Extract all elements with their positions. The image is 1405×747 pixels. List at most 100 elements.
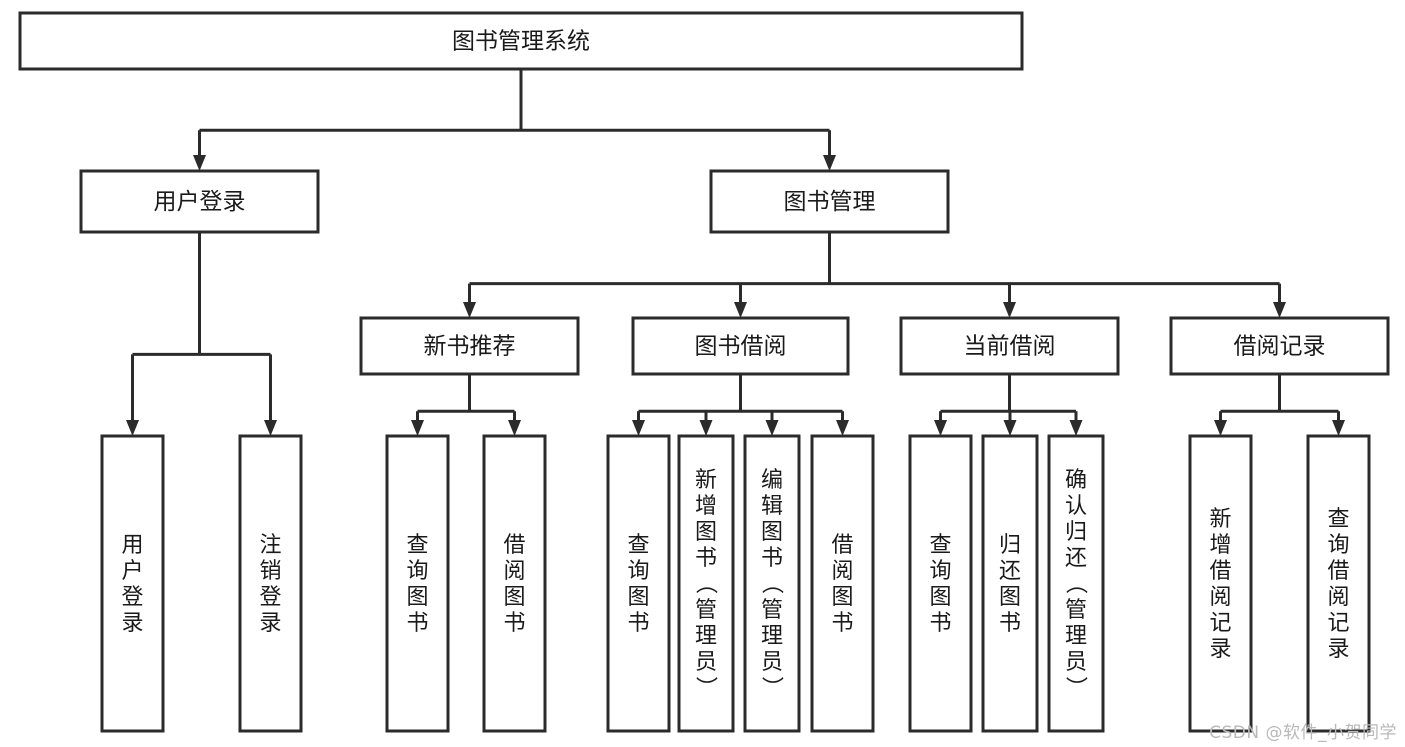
node-box[interactable] <box>677 434 735 733</box>
node-label: 新书推荐 <box>424 334 516 360</box>
node-box[interactable] <box>743 434 801 733</box>
node-box[interactable] <box>981 434 1039 733</box>
node-label-char: 询 <box>929 559 951 584</box>
node-label-char: 确 <box>1065 468 1087 493</box>
node-label-char: 书 <box>695 546 717 571</box>
node-label-char: 辑 <box>761 494 783 519</box>
node-box[interactable] <box>238 434 303 733</box>
arrow-head <box>1069 420 1083 436</box>
node-label-char: 查 <box>1327 507 1349 532</box>
node-box[interactable] <box>908 434 973 733</box>
node-label-char: 录 <box>1209 637 1231 662</box>
node-label-char: 阅 <box>1209 585 1231 610</box>
node-label-char: 登 <box>259 585 281 610</box>
node-label: 借阅记录 <box>1234 334 1326 360</box>
node-book-borrow[interactable]: 图书借阅 <box>631 316 850 376</box>
node-label: 图书借阅 <box>695 334 787 360</box>
node-label-char: 登 <box>121 585 143 610</box>
node-label-char: 借 <box>503 533 525 558</box>
node-box[interactable] <box>606 434 671 733</box>
node-label: 当前借阅 <box>964 334 1056 360</box>
node-label-char: 录 <box>259 611 281 636</box>
node-user-login[interactable]: 用户登录 <box>79 169 320 234</box>
node-label-char: （ <box>1062 572 1087 594</box>
arrow-head <box>126 420 139 436</box>
node-label-char: 认 <box>1065 494 1087 519</box>
node-root[interactable]: 图书管理系统 <box>18 11 1024 71</box>
node-label-char: 查 <box>929 533 951 558</box>
node-layer: 图书管理系统用户登录图书管理新书推荐图书借阅当前借阅借阅记录用户登录注销登录查询… <box>18 11 1390 733</box>
node-label-char: 图 <box>627 585 649 610</box>
node-box[interactable] <box>482 434 547 733</box>
node-box[interactable] <box>18 11 1024 71</box>
node-box[interactable] <box>631 316 850 376</box>
node-label-char: 管 <box>1065 598 1087 623</box>
node-label-char: （ <box>758 572 783 594</box>
node-label-char: 借 <box>1209 559 1231 584</box>
node-label: 图书管理系统 <box>452 29 590 55</box>
node-label-char: 询 <box>1327 533 1349 558</box>
arrow-head <box>463 302 476 318</box>
arrow-head <box>699 420 713 436</box>
node-box[interactable] <box>1169 316 1390 376</box>
node-box[interactable] <box>1306 434 1371 733</box>
arrow-head <box>632 420 645 436</box>
node-box[interactable] <box>709 169 950 234</box>
node-box[interactable] <box>359 316 580 376</box>
node-label-char: 图 <box>695 520 717 545</box>
node-box[interactable] <box>1188 434 1253 733</box>
node-label-char: 图 <box>503 585 525 610</box>
node-label-char: 还 <box>1065 546 1087 571</box>
node-label-char: 图 <box>406 585 428 610</box>
node-label-char: 查 <box>627 533 649 558</box>
node-label: 用户登录 <box>154 189 246 215</box>
node-label-char: 图 <box>761 520 783 545</box>
node-label-char: 归 <box>1065 520 1087 545</box>
node-label-char: 书 <box>627 611 649 636</box>
node-label-char: 书 <box>929 611 951 636</box>
node-label-char: 录 <box>1327 637 1349 662</box>
node-box[interactable] <box>79 169 320 234</box>
node-label-char: 理 <box>761 624 783 649</box>
node-label-char: 录 <box>121 611 143 636</box>
node-label-char: 书 <box>999 611 1021 636</box>
arrow-head <box>1214 420 1227 436</box>
node-label-char: 图 <box>929 585 951 610</box>
node-leaf-user-login[interactable]: 用户登录 <box>100 434 165 733</box>
node-label-char: 图 <box>831 585 853 610</box>
arrow-head <box>264 420 277 436</box>
node-label-char: 管 <box>695 598 717 623</box>
node-box[interactable] <box>385 434 450 733</box>
node-book-manage[interactable]: 图书管理 <box>709 169 950 234</box>
node-box[interactable] <box>810 434 875 733</box>
node-label-char: ） <box>758 676 783 698</box>
node-label-char: 记 <box>1209 611 1231 636</box>
node-label-char: 图 <box>999 585 1021 610</box>
node-label-char: 阅 <box>831 559 853 584</box>
node-box[interactable] <box>1047 434 1105 733</box>
node-label-char: 新 <box>695 468 717 493</box>
node-current-borrow[interactable]: 当前借阅 <box>899 316 1120 376</box>
arrow-head <box>1003 302 1016 318</box>
connector-layer <box>126 69 1345 436</box>
node-new-book-rec[interactable]: 新书推荐 <box>359 316 580 376</box>
node-box[interactable] <box>100 434 165 733</box>
node-label-char: 员 <box>1065 650 1087 675</box>
node-box[interactable] <box>899 316 1120 376</box>
node-borrow-record[interactable]: 借阅记录 <box>1169 316 1390 376</box>
node-label-char: 理 <box>695 624 717 649</box>
node-label-char: 销 <box>259 559 281 584</box>
